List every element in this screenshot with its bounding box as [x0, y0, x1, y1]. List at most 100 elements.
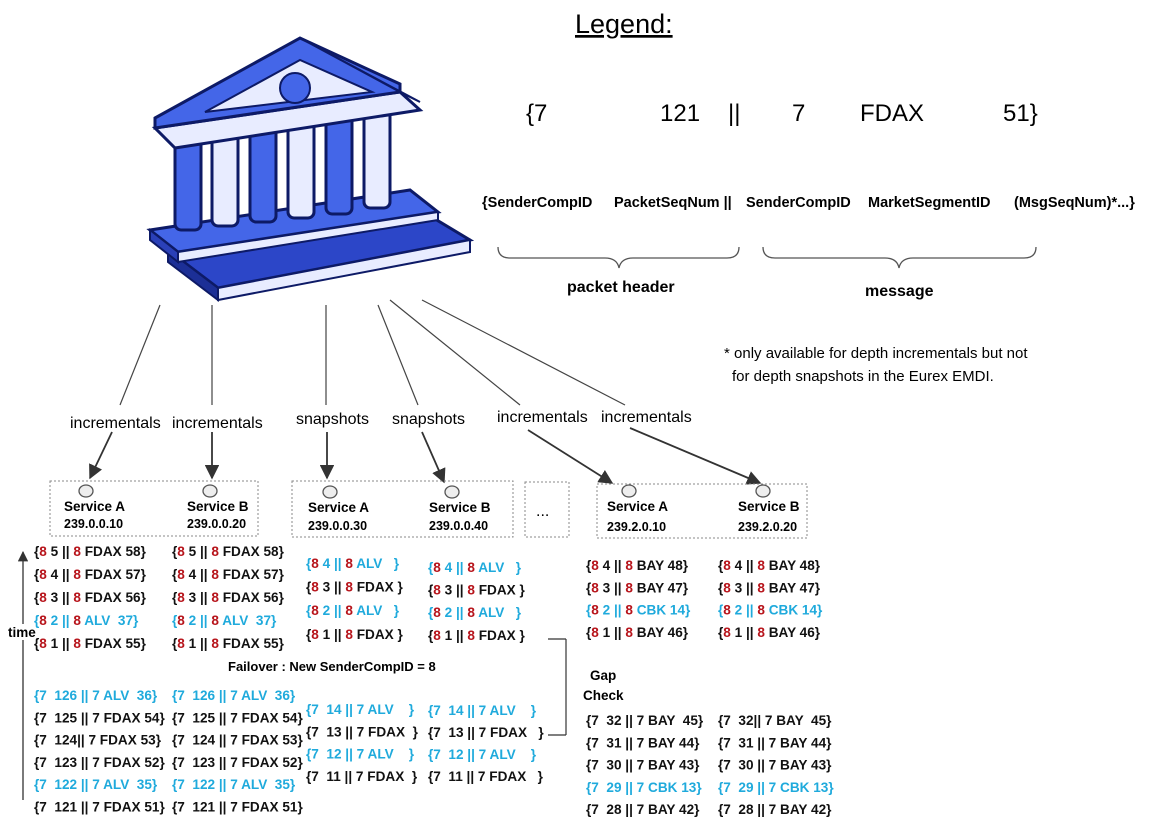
legend-example-sep: || — [728, 100, 740, 127]
service-node-6 — [755, 484, 771, 498]
service-boxes — [49, 480, 808, 539]
incr-a-old-packet: {7 124|| 7 FDAX 53} — [34, 733, 162, 748]
incr-a-new-packet: {8 3 || 8 FDAX 56} — [34, 590, 147, 605]
legend-example-seq: 121 — [660, 100, 700, 127]
legend-title: Legend: — [575, 9, 673, 39]
incr2-a-new-packet: {8 3 || 8 BAY 47} — [586, 580, 689, 595]
incr-b-new-packet: {8 4 || 8 FDAX 57} — [172, 567, 285, 582]
service-ip-2: 239.0.0.20 — [187, 517, 246, 531]
exchange-building-icon — [146, 36, 475, 303]
channel-arrow-5 — [527, 429, 614, 484]
incr2-a-new-packet: {8 4 || 8 BAY 48} — [586, 558, 689, 573]
legend-field-sender2: SenderCompID — [746, 195, 851, 211]
incr-a-new-packet: {8 5 || 8 FDAX 58} — [34, 544, 147, 559]
incr-b-new-packet: {8 5 || 8 FDAX 58} — [172, 544, 285, 559]
snap-a-new-packet: {8 3 || 8 FDAX } — [306, 580, 403, 595]
channel-line-5 — [389, 299, 521, 406]
service-ip-6: 239.2.0.20 — [738, 520, 797, 534]
message-label: message — [865, 283, 934, 300]
incr-a-old-packet: {7 122 || 7 ALV 35} — [34, 777, 158, 792]
legend-example-segment: FDAX — [860, 100, 924, 127]
failover-label: Failover : New SenderCompID = 8 — [228, 659, 436, 674]
incr-b-old-packet: {7 122 || 7 ALV 35} — [172, 777, 296, 792]
snap-b-old-packet: {7 13 || 7 FDAX } — [428, 725, 544, 740]
incr-b-new-packet: {8 1 || 8 FDAX 55} — [172, 636, 285, 651]
legend-fields: {SenderCompID PacketSeqNum || SenderComp… — [482, 195, 1135, 211]
incr-a-new-packet: {8 2 || 8 ALV 37} — [34, 613, 139, 628]
service-box-incrementals-2 — [596, 483, 808, 539]
snap-a-new-packet: {8 4 || 8 ALV } — [306, 556, 400, 571]
service-ip-3: 239.0.0.30 — [308, 519, 367, 533]
channel-line-1 — [119, 304, 161, 406]
service-node-2 — [202, 484, 218, 498]
incr2-b-old-packet: {7 28 || 7 BAY 42} — [718, 802, 832, 817]
service-node-1 — [78, 484, 94, 498]
service-node-5 — [621, 484, 637, 498]
legend-field-packetseq: PacketSeqNum || — [614, 195, 732, 211]
incr2-b-old-packet: {7 30 || 7 BAY 43} — [718, 758, 832, 773]
message-brace — [762, 246, 1037, 269]
snap-b-old-packet: {7 14 || 7 ALV } — [428, 703, 537, 718]
service-node-4 — [444, 485, 460, 499]
channel-labels: incrementals incrementals snapshots snap… — [70, 409, 692, 432]
snap-b-new-packet: {8 1 || 8 FDAX } — [428, 628, 525, 643]
channel-label-4: snapshots — [392, 411, 465, 428]
channel-line-4 — [377, 304, 419, 406]
service-labels: Service A 239.0.0.10 Service B 239.0.0.2… — [64, 499, 800, 534]
footnote-line-1: * only available for depth incrementals … — [724, 345, 1028, 362]
incr2-a-old-packet: {7 31 || 7 BAY 44} — [586, 735, 700, 750]
service-box-snapshots — [291, 480, 514, 538]
ellipsis-text: ... — [536, 503, 549, 520]
service-ip-4: 239.0.0.40 — [429, 519, 488, 533]
service-name-1: Service A — [64, 499, 125, 514]
channel-label-3: snapshots — [296, 411, 369, 428]
service-node-3 — [322, 485, 338, 499]
legend-example: {7 121 || 7 FDAX 51} — [526, 100, 1038, 127]
legend-field-sender1: {SenderCompID — [482, 195, 592, 211]
legend-field-msgseq: (MsgSeqNum)*...} — [1014, 195, 1135, 211]
incr2-b-new-packet: {8 1 || 8 BAY 46} — [718, 625, 821, 640]
incr2-a-old-packet: {7 32 || 7 BAY 45} — [586, 713, 704, 728]
incr-b-old-packet: {7 125 || 7 FDAX 54} — [172, 710, 303, 725]
incr-b-new-packet: {8 2 || 8 ALV 37} — [172, 613, 277, 628]
channel-lines — [119, 299, 626, 406]
incr-a-new-packet: {8 4 || 8 FDAX 57} — [34, 567, 147, 582]
incr2-b-old-packet: {7 29 || 7 CBK 13} — [718, 780, 834, 795]
packet-header-label: packet header — [567, 279, 675, 296]
service-name-2: Service B — [187, 499, 249, 514]
service-name-3: Service A — [308, 500, 369, 515]
snap-a-new-packet: {8 1 || 8 FDAX } — [306, 627, 403, 642]
incr2-a-old-packet: {7 29 || 7 CBK 13} — [586, 780, 702, 795]
channel-label-1: incrementals — [70, 415, 161, 432]
incr-b-old-packet: {7 123 || 7 FDAX 52} — [172, 755, 303, 770]
incr-b-old-packet: {7 124 || 7 FDAX 53} — [172, 733, 303, 748]
packet-columns: {8 5 || 8 FDAX 58} {8 4 || 8 FDAX 57} {8 3… — [34, 544, 834, 817]
time-label-bg — [6, 624, 34, 640]
incr-a-old-packet: {7 121 || 7 FDAX 51} — [34, 800, 165, 815]
incr-a-old-packet: {7 125 || 7 FDAX 54} — [34, 710, 165, 725]
incr2-a-new-packet: {8 2 || 8 CBK 14} — [586, 603, 691, 618]
legend-example-sender: 7 — [792, 100, 805, 127]
incr2-b-new-packet: {8 4 || 8 BAY 48} — [718, 558, 821, 573]
packet-header-brace — [497, 246, 740, 269]
incr2-b-new-packet: {8 3 || 8 BAY 47} — [718, 580, 821, 595]
service-name-5: Service A — [607, 499, 668, 514]
snap-a-old-packet: {7 12 || 7 ALV } — [306, 747, 415, 762]
legend-field-marketsegment: MarketSegmentID — [868, 195, 990, 211]
time-label: time — [8, 625, 36, 640]
service-nodes — [78, 484, 771, 499]
legend-example-close: 51} — [1003, 100, 1038, 127]
snap-a-old-packet: {7 13 || 7 FDAX } — [306, 724, 419, 739]
incr2-b-old-packet: {7 32|| 7 BAY 45} — [718, 713, 832, 728]
incr-b-old-packet: {7 126 || 7 ALV 36} — [172, 688, 296, 703]
incr2-a-new-packet: {8 1 || 8 BAY 46} — [586, 625, 689, 640]
incr-a-old-packet: {7 126 || 7 ALV 36} — [34, 688, 158, 703]
snap-b-old-packet: {7 12 || 7 ALV } — [428, 747, 537, 762]
snap-b-new-packet: {8 2 || 8 ALV } — [428, 605, 522, 620]
legend-example-open: {7 — [526, 100, 547, 127]
channel-label-6: incrementals — [601, 409, 692, 426]
incr-a-new-packet: {8 1 || 8 FDAX 55} — [34, 636, 147, 651]
gap-check-line-1: Gap — [590, 668, 616, 683]
channel-line-6 — [421, 299, 626, 406]
